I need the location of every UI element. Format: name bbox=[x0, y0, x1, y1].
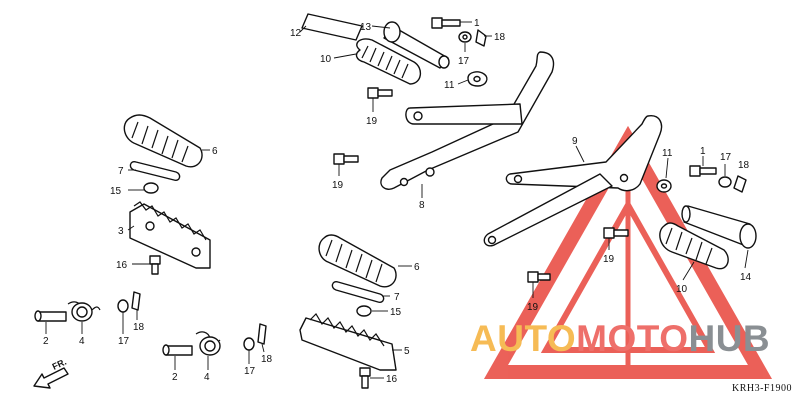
step-bracket-9 bbox=[483, 115, 663, 247]
watermark-part-hub: HUB bbox=[688, 318, 771, 359]
cotter-pin-18-right bbox=[733, 175, 747, 193]
pin-2-left bbox=[34, 310, 67, 322]
clip-11-right bbox=[656, 179, 672, 193]
rear-step-pin-13 bbox=[383, 21, 450, 69]
watermark-part-moto: MOTO bbox=[576, 318, 689, 359]
step-plate-7-left bbox=[129, 160, 181, 182]
callout-14: 14 bbox=[740, 272, 752, 283]
callout-11-right: 11 bbox=[662, 148, 673, 159]
washer-17-top bbox=[458, 31, 472, 43]
callout-10-top: 10 bbox=[320, 54, 332, 65]
callout-18-top: 18 bbox=[494, 32, 506, 43]
callout-5: 5 bbox=[404, 346, 410, 357]
rear-step-rubber-10 bbox=[355, 38, 421, 85]
callout-7-center: 7 bbox=[394, 292, 400, 303]
callout-16-left: 16 bbox=[116, 260, 128, 271]
callout-18-center: 18 bbox=[261, 354, 273, 365]
pin-2-center bbox=[162, 344, 193, 356]
cotter-pin-18-left bbox=[131, 291, 141, 311]
cotter-pin-18-center bbox=[257, 323, 267, 345]
front-direction-arrow: FR. bbox=[33, 357, 69, 389]
callout-13: 13 bbox=[360, 22, 372, 33]
rubber-strip-12 bbox=[301, 13, 363, 41]
rear-step-bracket-8 bbox=[380, 51, 555, 190]
callout-7-left: 7 bbox=[118, 166, 124, 177]
step-holder-5 bbox=[299, 313, 397, 371]
callout-3: 3 bbox=[118, 226, 124, 237]
callout-1-top: 1 bbox=[474, 18, 480, 29]
callout-2-left: 2 bbox=[43, 336, 49, 347]
callout-18-right: 18 bbox=[738, 160, 750, 171]
step-rubber-6-left bbox=[123, 114, 203, 168]
leader-lines bbox=[45, 21, 749, 379]
callout-2-center: 2 bbox=[172, 372, 178, 383]
watermark-part-auto: AUTO bbox=[470, 318, 577, 359]
callout-17-top: 17 bbox=[458, 56, 470, 67]
bolt-19-c bbox=[603, 227, 629, 239]
callout-numbers: 12 13 1 18 17 10 11 19 19 8 6 7 15 3 16 … bbox=[43, 18, 752, 385]
step-rubber-6-center bbox=[318, 234, 397, 288]
bolt-1-right bbox=[689, 165, 717, 177]
spring-4-left bbox=[67, 301, 101, 322]
callout-9: 9 bbox=[572, 136, 578, 147]
bolt-16-left bbox=[149, 255, 161, 275]
callout-1-right: 1 bbox=[700, 146, 706, 157]
callout-19-c: 19 bbox=[603, 254, 615, 265]
callout-19-a: 19 bbox=[366, 116, 378, 127]
callout-8: 8 bbox=[419, 200, 425, 211]
bolt-1-top bbox=[431, 17, 461, 29]
callout-17-right: 17 bbox=[720, 152, 732, 163]
callout-17-center: 17 bbox=[244, 366, 256, 377]
callout-17-left: 17 bbox=[118, 336, 130, 347]
washer-17-right bbox=[718, 176, 732, 188]
step-rubber-10-right bbox=[659, 222, 729, 270]
cotter-pin-18-top bbox=[475, 29, 487, 47]
callout-15-left: 15 bbox=[110, 186, 122, 197]
callout-10-right: 10 bbox=[676, 284, 688, 295]
callout-6-center: 6 bbox=[414, 262, 420, 273]
washer-15-center bbox=[356, 305, 372, 317]
washer-15-left bbox=[143, 182, 159, 194]
callout-4-left: 4 bbox=[79, 336, 85, 347]
callout-6-left: 6 bbox=[212, 146, 218, 157]
clip-11-top bbox=[467, 71, 488, 87]
callout-19-b: 19 bbox=[332, 180, 344, 191]
callout-12: 12 bbox=[290, 28, 302, 39]
callout-11-top: 11 bbox=[444, 80, 455, 91]
washer-17-left bbox=[117, 299, 129, 313]
callout-4-center: 4 bbox=[204, 372, 210, 383]
bolt-16-center bbox=[359, 367, 371, 389]
bolt-19-a bbox=[367, 87, 393, 99]
washer-17-center bbox=[243, 337, 255, 351]
watermark-brand-text: AUTOMOTOHUB bbox=[470, 318, 770, 360]
bolt-19-d bbox=[527, 271, 551, 283]
callout-15-center: 15 bbox=[390, 307, 402, 318]
spring-4-center bbox=[195, 331, 221, 356]
diagram-code: KRH3-F1900 bbox=[731, 383, 792, 394]
callout-18-left: 18 bbox=[133, 322, 145, 333]
bolt-19-b bbox=[333, 153, 359, 165]
step-holder-3 bbox=[129, 201, 211, 269]
step-pin-14 bbox=[681, 205, 757, 249]
callout-16-center: 16 bbox=[386, 374, 398, 385]
callout-19-d: 19 bbox=[527, 302, 539, 313]
